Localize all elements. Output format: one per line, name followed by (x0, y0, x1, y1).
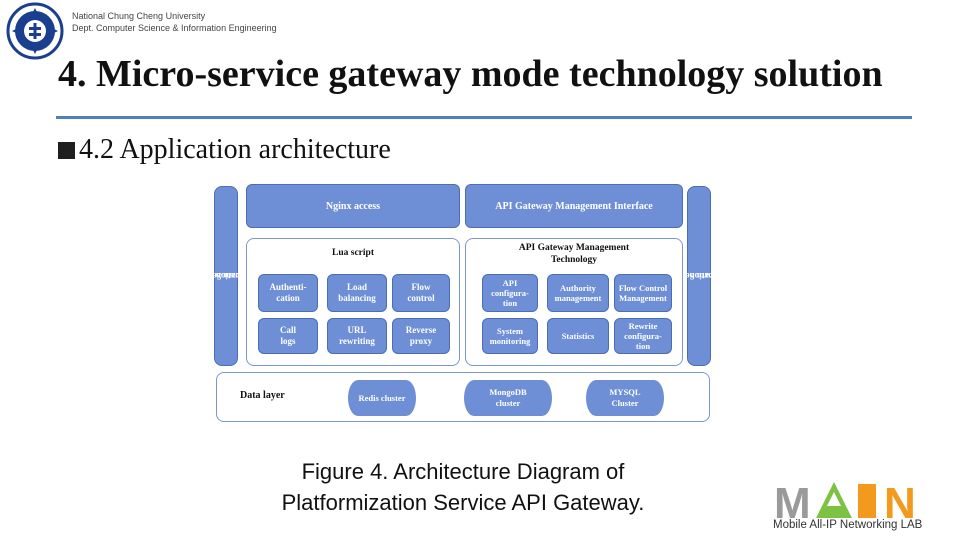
lab-tagline: Mobile All-IP Networking LAB (773, 519, 923, 531)
university-seal-logo (6, 2, 64, 60)
logo-letter-i (858, 484, 876, 518)
lua-script-title: Lua script (332, 248, 374, 258)
nginx-access-box: Nginx access (246, 184, 460, 228)
logo-letter-n: N (884, 479, 916, 528)
system-monitoring-box: System monitoring (482, 318, 538, 354)
api-configuration-box: API configura- tion (482, 274, 538, 312)
department-name: Dept. Computer Science & Information Eng… (72, 23, 277, 33)
mongodb-cluster-shape: MongoDB cluster (464, 380, 552, 416)
redis-cluster-shape: Redis cluster (348, 380, 416, 416)
bullet-text: 4.2 Application architecture (79, 134, 391, 165)
authority-management-box: Authority management (547, 274, 609, 312)
authentication-box: Authenti- cation (258, 274, 318, 312)
square-bullet-icon (58, 141, 75, 159)
title-divider (56, 116, 912, 119)
data-layer-label: Data layer (240, 390, 285, 401)
statistics-box: Statistics (547, 318, 609, 354)
flow-control-box: Flow control (392, 274, 450, 312)
call-logs-box: Call logs (258, 318, 318, 354)
slide-title: 4. Micro-service gateway mode technology… (58, 53, 883, 95)
mysql-cluster-shape: MYSQL Cluster (586, 380, 664, 416)
reverse-proxy-box: Reverse proxy (392, 318, 450, 354)
flow-control-management-box: Flow Control Management (614, 274, 672, 312)
rewrite-configuration-box: Rewrite configura- tion (614, 318, 672, 354)
logo-letter-m: M (774, 479, 811, 528)
url-rewriting-box: URL rewriting (327, 318, 387, 354)
api-management-interface-box: API Gateway Management Interface (465, 184, 683, 228)
institution-name: National Chung Cheng University (72, 11, 206, 21)
management-technology-title: API Gateway Management Technology (518, 243, 630, 265)
bullet-item: 4.2 Application architecture (58, 134, 391, 166)
main-lab-logo: M N (774, 479, 916, 528)
figure-caption: Figure 4. Architecture Diagram of Platfo… (281, 459, 645, 515)
institution-label: National Chung Cheng University Dept. Co… (72, 10, 277, 34)
load-balancing-box: Load balancing (327, 274, 387, 312)
